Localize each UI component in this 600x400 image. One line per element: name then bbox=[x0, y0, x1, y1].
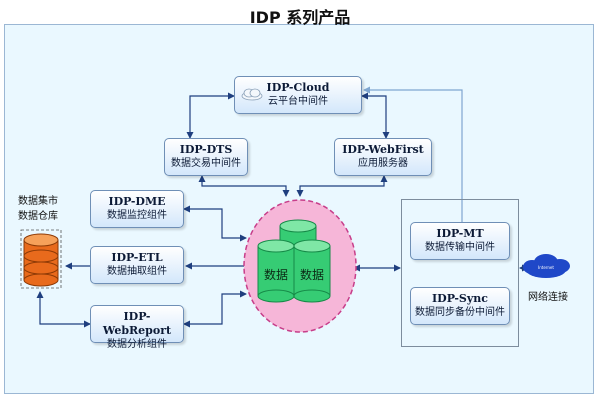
connector-mt-cloud bbox=[363, 86, 463, 222]
node-idp-dts[interactable]: IDP-DTS 数据交易中间件 bbox=[164, 138, 248, 176]
database-cylinder-left bbox=[257, 239, 295, 303]
connector-datamart-webreport bbox=[36, 291, 91, 328]
datamart-label-line2: 数据仓库 bbox=[18, 211, 58, 222]
network-cloud-icon: Internet bbox=[523, 254, 570, 278]
connector-webfirst-center bbox=[296, 175, 388, 197]
connector-cloud-webfirst bbox=[361, 92, 390, 139]
node-idp-webreport[interactable]: IDP-WebReport 数据分析组件 bbox=[90, 305, 184, 350]
node-idp-dts-title: IDP-DTS bbox=[179, 143, 233, 156]
node-idp-mt[interactable]: IDP-MT 数据传输中间件 bbox=[410, 222, 510, 260]
connector-dts-center bbox=[198, 175, 290, 197]
node-idp-dme-subtitle: 数据监控组件 bbox=[107, 210, 167, 221]
node-idp-dts-subtitle: 数据交易中间件 bbox=[171, 158, 241, 169]
node-idp-webreport-subtitle: 数据分析组件 bbox=[107, 339, 167, 350]
node-idp-cloud[interactable]: IDP-Cloud 云平台中间件 bbox=[234, 76, 362, 114]
database-right-label: 数据 bbox=[300, 267, 324, 282]
node-idp-cloud-title: IDP-Cloud bbox=[266, 81, 330, 94]
node-idp-webreport-title: IDP-WebReport bbox=[102, 310, 172, 337]
node-idp-cloud-subtitle: 云平台中间件 bbox=[268, 96, 328, 107]
node-idp-dme-title: IDP-DME bbox=[108, 195, 166, 208]
node-idp-webfirst-title: IDP-WebFirst bbox=[342, 143, 424, 156]
database-left-label: 数据 bbox=[264, 267, 288, 282]
node-idp-sync-title: IDP-Sync bbox=[432, 292, 488, 305]
node-idp-webfirst-subtitle: 应用服务器 bbox=[358, 158, 408, 169]
cloud-icon bbox=[241, 88, 263, 101]
transport-group-frame bbox=[401, 199, 519, 347]
central-database-group: 数据 数据 bbox=[243, 199, 357, 333]
node-idp-mt-title: IDP-MT bbox=[436, 227, 484, 240]
page-title: IDP 系列产品 bbox=[249, 8, 351, 27]
node-idp-webfirst[interactable]: IDP-WebFirst 应用服务器 bbox=[334, 138, 432, 176]
network-label: 网络连接 bbox=[528, 292, 568, 303]
datamart-label-line1: 数据集市 bbox=[18, 196, 58, 207]
database-cylinder-right bbox=[293, 239, 331, 303]
datamart-database-icon bbox=[20, 229, 62, 289]
node-idp-etl-title: IDP-ETL bbox=[111, 251, 163, 264]
node-idp-etl[interactable]: IDP-ETL 数据抽取组件 bbox=[90, 246, 184, 284]
connector-dme-center bbox=[183, 205, 247, 242]
node-idp-mt-subtitle: 数据传输中间件 bbox=[425, 242, 495, 253]
node-idp-sync[interactable]: IDP-Sync 数据同步备份中间件 bbox=[410, 287, 510, 325]
node-idp-sync-subtitle: 数据同步备份中间件 bbox=[415, 307, 505, 318]
connector-cloud-dts bbox=[186, 92, 235, 139]
network-cloud-text: Internet bbox=[538, 265, 554, 270]
node-idp-etl-subtitle: 数据抽取组件 bbox=[107, 266, 167, 277]
node-idp-dme[interactable]: IDP-DME 数据监控组件 bbox=[90, 190, 184, 228]
connector-webreport-center bbox=[183, 290, 247, 328]
